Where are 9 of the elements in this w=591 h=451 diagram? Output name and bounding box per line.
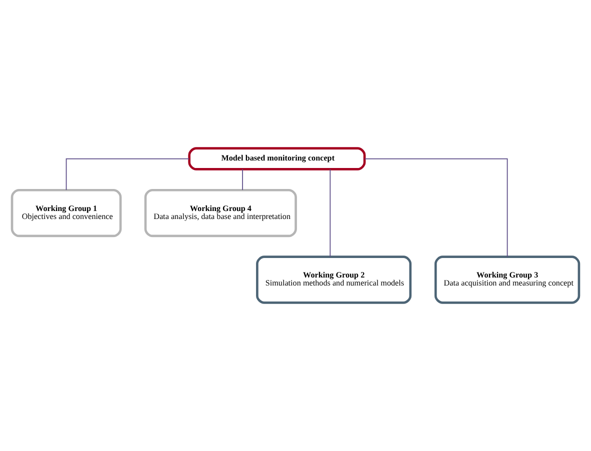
connector <box>66 158 190 190</box>
node-box: Working Group 3 Data acquisition and measuring concept <box>434 256 580 304</box>
connector <box>364 158 508 258</box>
node-box: Working Group 4 Data analysis, data base and interpretation <box>144 188 297 238</box>
node-box: Model based monitoring concept <box>188 147 366 170</box>
node-box: Working Group 1 Objectives and convenience <box>10 188 122 238</box>
connector <box>330 168 331 258</box>
connector <box>242 168 243 190</box>
node-box: Working Group 2 Simulation methods and numerical models <box>256 256 412 304</box>
